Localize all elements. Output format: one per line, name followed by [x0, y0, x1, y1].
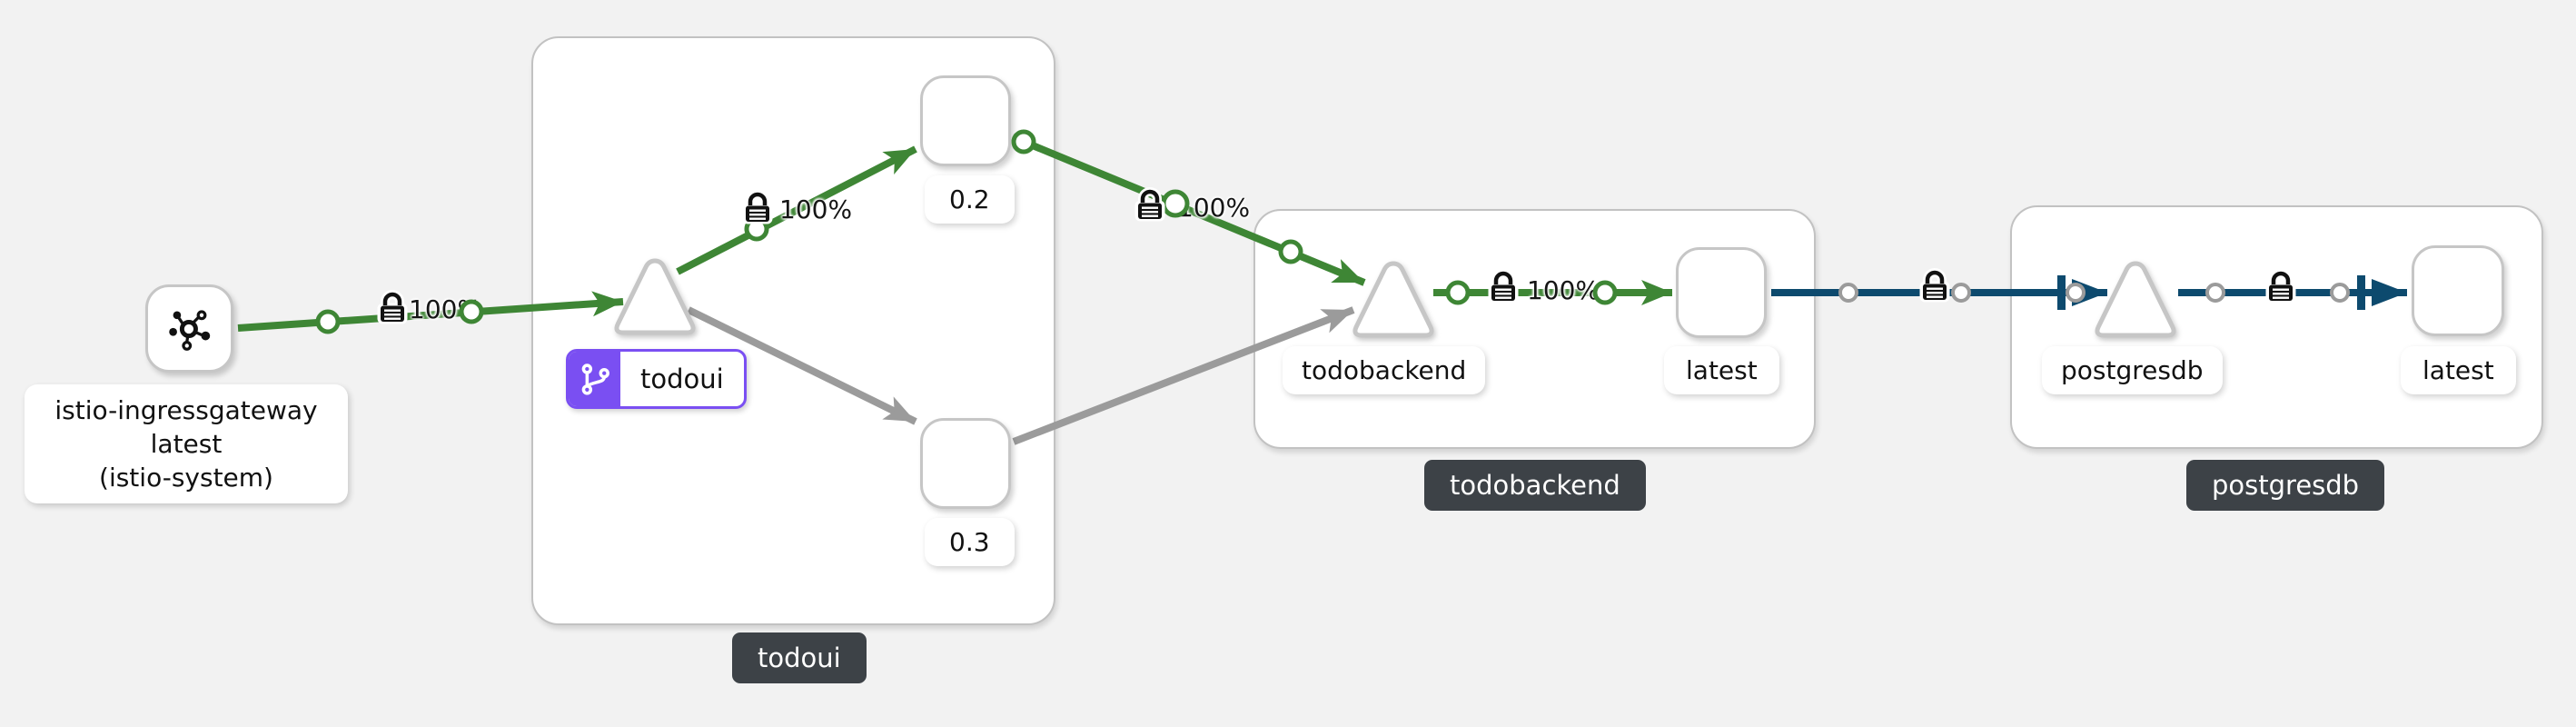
group-badge-todoui[interactable]: todoui [732, 632, 867, 683]
lock-icon [742, 190, 773, 224]
edge-todoui-to-v03[interactable] [687, 306, 917, 425]
node-ingress-gateway[interactable] [145, 284, 233, 373]
edge-midpoint-circle [2205, 283, 2225, 303]
edge-label-todobackend-to-latest: 100% [1527, 275, 1600, 305]
node-todobackend-app[interactable] [1348, 255, 1439, 346]
group-badge-postgresdb[interactable]: postgresdb [2186, 460, 2385, 511]
edge-todoui-to-v02[interactable] [676, 145, 917, 275]
label-ingress-gateway: istio-ingressgateway latest (istio-syste… [25, 384, 348, 503]
edge-midpoint-circle [459, 299, 484, 324]
edge-midpoint-circle [2330, 283, 2350, 303]
edge-midpoint-circle [1011, 129, 1036, 154]
lock-icon [2265, 269, 2296, 304]
edge-v03-to-todobackend[interactable] [1012, 306, 1355, 445]
badge-todoui-app[interactable]: todoui [566, 349, 747, 409]
lock-icon [377, 290, 408, 324]
lock-icon [1488, 269, 1519, 304]
edge-label-todoui-to-v02: 100% [779, 194, 853, 224]
lock-icon [1919, 268, 1950, 303]
label-postgresdb-app: postgresdb [2042, 346, 2223, 394]
label-todobackend-app: todobackend [1283, 346, 1486, 394]
edge-midpoint-circle [1445, 280, 1471, 305]
node-todoui-app[interactable] [609, 253, 700, 344]
edge-midpoint-circle [1161, 189, 1190, 218]
node-todobackend-latest[interactable] [1676, 247, 1767, 338]
edge-midpoint-circle [1592, 280, 1618, 305]
node-todoui-v03[interactable] [920, 418, 1011, 509]
edge-label-v02-to-todobackend: 100% [1177, 193, 1251, 223]
node-postgresdb-app[interactable] [2090, 255, 2181, 346]
edge-midpoint-circle [315, 309, 341, 334]
edge-midpoint-circle [1278, 239, 1303, 264]
edge-midpoint-circle [1951, 283, 1971, 303]
node-todoui-v02[interactable] [920, 75, 1011, 166]
lock-icon [1134, 187, 1165, 222]
code-branch-icon [569, 352, 620, 406]
edge-ingress-to-todoui[interactable] [237, 291, 624, 332]
badge-todoui-label: todoui [640, 364, 724, 394]
label-todoui-v03: 0.3 [925, 518, 1015, 566]
label-todoui-v02: 0.2 [925, 175, 1015, 224]
node-postgresdb-latest[interactable] [2412, 245, 2504, 336]
label-todobackend-latest: latest [1664, 346, 1779, 394]
group-badge-todobackend[interactable]: todobackend [1424, 460, 1646, 511]
mesh-hub-icon [168, 309, 210, 351]
label-postgresdb-latest: latest [2401, 346, 2516, 394]
edge-midpoint-circle [2066, 283, 2086, 303]
edge-midpoint-circle [1838, 283, 1858, 303]
edge-v02-to-todobackend[interactable] [1011, 134, 1366, 286]
